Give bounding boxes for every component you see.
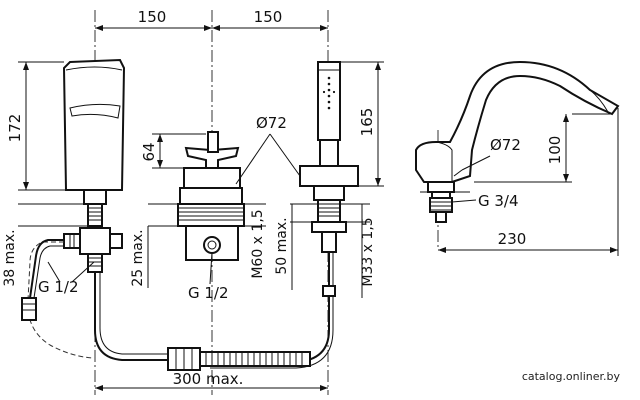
label-g12-left: G 1/2 [38, 278, 79, 296]
dim-100: 100 [546, 136, 564, 165]
valve-block [79, 227, 111, 255]
label-g34: G 3/4 [478, 192, 519, 210]
dim-top-left: 150 [138, 8, 167, 26]
mixer-assembly [148, 131, 266, 262]
shower-nozzles [322, 76, 336, 110]
corrugated-hose [199, 351, 311, 367]
label-thread-m33: M33 x 1,5 [360, 217, 376, 286]
label-thread-m60: M60 x 1,5 [250, 209, 266, 278]
dim-172-group: 172 [6, 61, 66, 191]
side-spout-body [415, 60, 620, 183]
dim-300-group: 300 max. [95, 370, 328, 391]
shower-holder [299, 165, 359, 187]
dim-165-group: 165 [340, 61, 384, 187]
dim-100-group: 100 [474, 113, 612, 183]
dim-50-max: 50 max. [274, 217, 290, 274]
label-diameter-side: Ø72 [490, 136, 521, 154]
optional-hose-dashed [27, 241, 93, 359]
watermark: catalog.onliner.by [522, 370, 621, 383]
dim-25-max: 25 max. [130, 229, 146, 286]
shower-thread [317, 199, 341, 223]
mixer-thread [177, 203, 245, 227]
top-dimensions: 150 150 [95, 8, 328, 31]
centerlines [94, 10, 439, 395]
dim-165: 165 [358, 108, 376, 137]
label-g12-center: G 1/2 [188, 284, 229, 302]
flexible-pipe-left [21, 239, 64, 321]
mixer-outlet [203, 236, 221, 254]
dim-230-group: 230 [438, 108, 619, 256]
spout-neck [83, 189, 107, 205]
side-view [415, 60, 620, 223]
dim-38-group: 38 max. [2, 203, 88, 287]
dim-top-right: 150 [254, 8, 283, 26]
shower-assembly [290, 61, 370, 253]
dim-230: 230 [498, 230, 527, 248]
dim-172: 172 [6, 114, 24, 143]
dim-300-max: 300 max. [173, 370, 244, 388]
spout-assembly [62, 58, 170, 361]
dim-64: 64 [140, 142, 158, 161]
spout-body [62, 58, 126, 191]
dim-38-max: 38 max. [2, 229, 18, 286]
mixer-body [183, 167, 241, 189]
shower-hose [167, 252, 336, 371]
label-diameter-center: Ø72 [256, 114, 287, 132]
dim-64-group: 64 [140, 133, 206, 169]
